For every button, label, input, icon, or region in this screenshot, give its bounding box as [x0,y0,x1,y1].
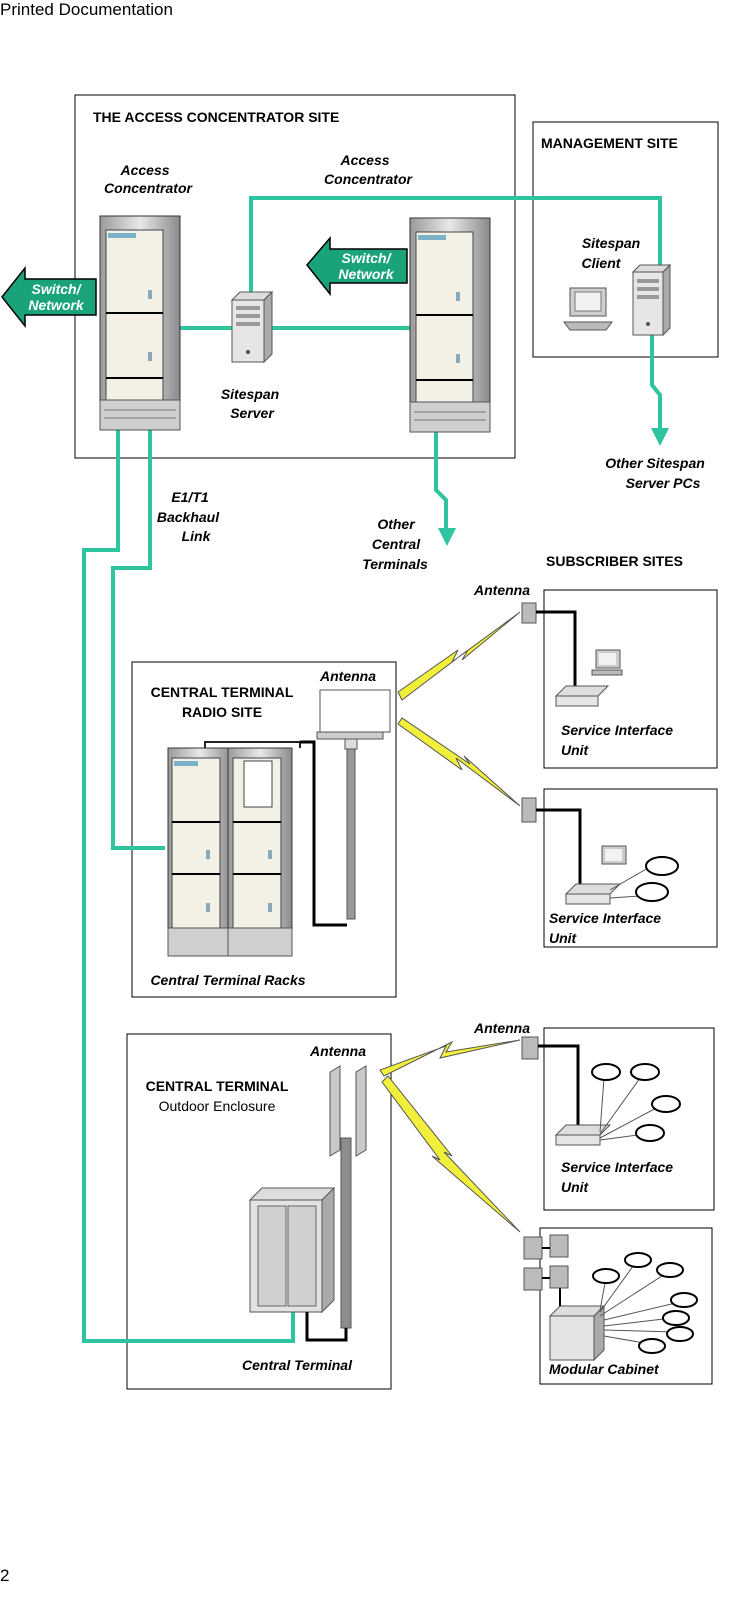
central-terminal-label: Central Terminal [242,1357,353,1373]
siu-2-line1: Service Interface [549,910,661,926]
ac-left-line2: Concentrator [104,180,193,196]
other-terminals-line3: Terminals [362,556,428,572]
subscriber-site-1 [521,602,623,707]
subscriber-site-2 [521,797,679,905]
other-server-pcs-line2: Server PCs [626,475,701,491]
client-line1: Sitespan [582,235,640,251]
radio-site-title-line1: CENTRAL TERMINAL [151,684,294,700]
siu-2-line2: Unit [549,930,578,946]
arrow-other-terminals [438,528,456,546]
radio-site-antenna [300,689,391,927]
other-terminals-line2: Central [372,536,421,552]
switch-right-line1: Switch/ [341,250,392,266]
management-site-box [532,121,719,358]
access-concentrator-site-box [74,94,516,459]
access-concentrator-rack-left [99,215,181,431]
radio-links [379,611,521,1233]
access-concentrator-rack-right [409,217,491,433]
ac-left-line1: Access [119,162,169,178]
siu-3-line1: Service Interface [561,1159,673,1175]
backhaul-line2: Backhaul [157,509,220,525]
arrow-other-server-pcs [651,428,669,446]
radio-site-title-line2: RADIO SITE [182,704,262,720]
backhaul-line1: E1/T1 [171,489,209,505]
subscriber-sites-title: SUBSCRIBER SITES [546,553,683,569]
ac-right-line1: Access [339,152,389,168]
antenna-label-sub1: Antenna [473,582,530,598]
subscriber-site-1-box [543,589,718,769]
central-terminal-enclosure [248,1186,348,1342]
switch-right-line2: Network [338,266,394,282]
management-site-title: MANAGEMENT SITE [541,135,678,151]
sitespan-server-icon [230,290,274,364]
client-line2: Client [582,255,622,271]
subscriber-site-2-box [543,788,718,948]
switch-network-left: Switch/ Network [1,265,97,329]
other-terminals-line1: Other [377,516,416,532]
modular-cabinet-label: Modular Cabinet [549,1361,660,1377]
antenna-label-radio: Antenna [319,668,376,684]
ac-right-line2: Concentrator [324,171,413,187]
page-number: 2 [0,1566,10,1585]
subscriber-site-4 [523,1234,698,1362]
siu-1-line2: Unit [561,742,590,758]
sitespan-client-icon [563,263,672,337]
switch-left-line1: Switch/ [31,281,82,297]
subscriber-site-3-box [543,1027,715,1211]
radio-site-box [131,661,397,998]
siu-1-line1: Service Interface [561,722,673,738]
other-server-pcs-line1: Other Sitespan [605,455,705,471]
server-line1: Sitespan [221,386,279,402]
network-links [82,196,662,1343]
antenna-label-outdoor: Antenna [309,1043,366,1059]
outdoor-title-line1: CENTRAL TERMINAL [146,1078,289,1094]
access-site-title: THE ACCESS CONCENTRATOR SITE [93,109,339,125]
siu-3-line2: Unit [561,1179,590,1195]
switch-left-line2: Network [28,297,84,313]
switch-network-right: Switch/ Network [306,235,408,297]
subscriber-site-3 [521,1036,681,1146]
backhaul-line3: Link [182,528,212,544]
outdoor-site-box [126,1033,392,1390]
antenna-label-sub3: Antenna [473,1020,530,1036]
central-terminal-racks [167,741,301,957]
racks-label: Central Terminal Racks [150,972,305,988]
outdoor-title-line2: Outdoor Enclosure [159,1098,276,1114]
page-header: Printed Documentation [0,0,173,19]
subscriber-site-4-box [539,1227,713,1385]
outdoor-antenna-mast [329,1065,367,1329]
server-line2: Server [230,405,275,421]
